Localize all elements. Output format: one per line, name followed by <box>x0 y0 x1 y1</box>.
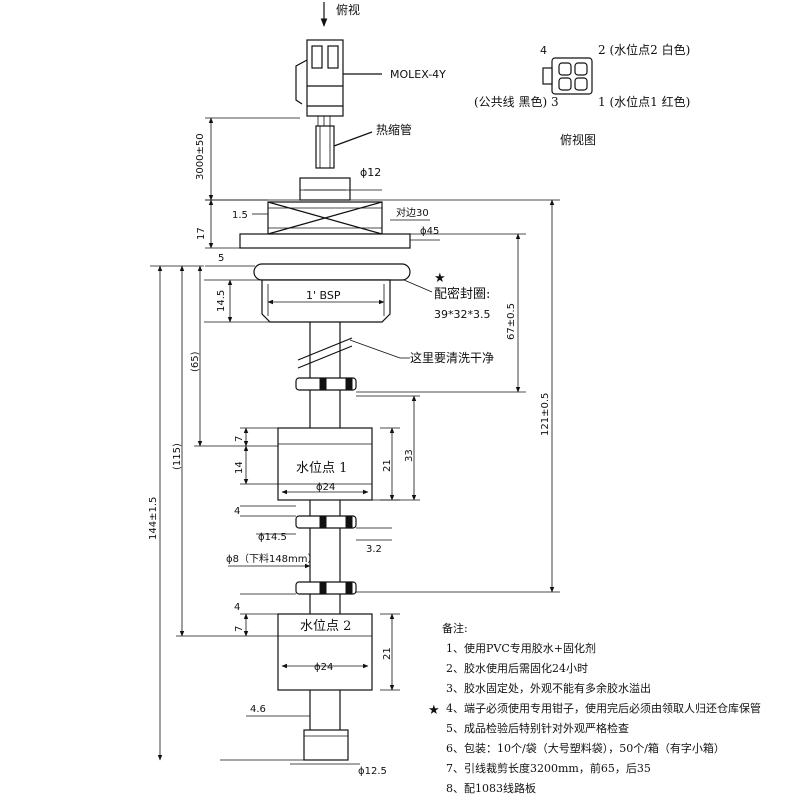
notes-block: 备注: 1、使用PVC专用胶水+固化剂 2、胶水使用后需固化24小时 3、胶水固… <box>428 621 761 795</box>
pin-4-label: 4 <box>540 44 547 57</box>
phi24a-text: ϕ24 <box>316 482 335 493</box>
pin-1-label: 1 (水位点1 红色) <box>598 94 690 109</box>
note-1: 1、使用PVC专用胶水+固化剂 <box>446 641 596 655</box>
dim-14-5-text: 14.5 <box>216 290 227 312</box>
connector-top-view: 4 2 (水位点2 白色) (公共线 黑色) 3 1 (水位点1 红色) 俯视图 <box>474 42 690 147</box>
heat-shrink-tube: 热缩管 <box>315 122 412 169</box>
cable-gland: ϕ12 <box>299 166 382 201</box>
phi24b-text: ϕ24 <box>314 662 333 673</box>
float-2-dims: 4 7 21 <box>234 593 400 691</box>
dim-67: 67±0.5 <box>356 233 526 393</box>
top-view-caption: 俯视图 <box>560 132 596 147</box>
dim-17-text: 17 <box>196 227 207 240</box>
dim-115: (115) <box>172 265 278 637</box>
float-1-label: 水位点 1 <box>296 461 347 476</box>
dim-65: (65) <box>190 265 278 447</box>
clip-ring-3 <box>295 581 357 595</box>
cable-length-dimension: 3000±50 <box>195 117 300 201</box>
dim-21b-text: 21 <box>382 647 393 660</box>
note-7: 7、引线裁剪长度3200mm，前65，后35 <box>446 761 651 775</box>
seal-size: 39*32*3.5 <box>434 308 491 321</box>
phi12-5-text: ϕ12.5 <box>358 766 387 777</box>
molex-connector: MOLEX-4Y <box>295 39 446 126</box>
clip-ring-2 <box>295 515 357 529</box>
dim-7b-text: 7 <box>234 626 245 632</box>
hex-nut: 1.5 对边30 ϕ45 <box>232 201 440 249</box>
dim-115-text: (115) <box>172 443 183 470</box>
note-4: 4、端子必须使用专用钳子，使用完后必须由领取人归还仓库保管 <box>446 701 761 715</box>
dim-121: 121±0.5 <box>350 199 560 593</box>
pin-3-label: (公共线 黑色) 3 <box>474 95 559 109</box>
clip-ring-1 <box>295 377 357 391</box>
thread-text: 1' BSP <box>306 289 341 302</box>
dim-144-text: 144±1.5 <box>148 497 159 540</box>
dim-3-2-text: 3.2 <box>366 544 382 555</box>
float-2: 水位点 2 ϕ24 <box>277 613 373 691</box>
dim-65-text: (65) <box>190 351 201 372</box>
stem-diameter-dim: ϕ8（下料148mm） <box>226 552 318 569</box>
connector-model: MOLEX-4Y <box>390 68 446 81</box>
pin-2-label: 2 (水位点2 白色) <box>598 42 690 57</box>
phi14-5-text: ϕ14.5 <box>258 532 287 543</box>
top-view-arrow: 俯视 <box>320 2 360 27</box>
phi45-text: ϕ45 <box>420 226 439 237</box>
thread-section: 1' BSP 14.5 <box>204 279 391 323</box>
float-1: 水位点 1 ϕ24 <box>277 427 373 501</box>
clip-dims: ϕ14.5 3.2 <box>256 527 392 555</box>
dim-5-text: 5 <box>218 253 224 264</box>
across-flats-text: 对边30 <box>396 206 429 219</box>
note-2: 2、胶水使用后需固化24小时 <box>446 661 588 675</box>
dim-17-5: 17 5 <box>196 199 268 267</box>
heat-shrink-label: 热缩管 <box>376 122 412 137</box>
dim-67-text: 67±0.5 <box>506 303 517 340</box>
notes-title: 备注: <box>442 621 468 635</box>
dim-144: 144±1.5 <box>148 265 204 761</box>
dim-14-text: 14 <box>234 461 245 474</box>
end-cap: ϕ12.5 4.6 <box>220 704 387 777</box>
seal-title: 配密封圈: <box>434 286 490 302</box>
note-3: 3、胶水固定处，外观不能有多余胶水溢出 <box>446 681 651 695</box>
note-8: 8、配1083线路板 <box>446 781 536 795</box>
cable-length-text: 3000±50 <box>195 133 206 180</box>
float-1-dims: 7 14 4 21 33 <box>234 395 420 517</box>
dim-7a-text: 7 <box>234 436 245 442</box>
dim-4-6-text: 4.6 <box>250 704 266 715</box>
dim-1-5-text: 1.5 <box>232 210 248 221</box>
clean-note: 这里要清洗干净 <box>410 350 494 365</box>
star-1: ★ <box>434 271 446 286</box>
dim-33-text: 33 <box>404 449 415 462</box>
view-label: 俯视 <box>336 2 360 17</box>
phi12-text: ϕ12 <box>360 166 381 179</box>
dim-121-text: 121±0.5 <box>540 393 551 436</box>
seal-ring: ★ 配密封圈: 39*32*3.5 <box>253 263 491 321</box>
note-5: 5、成品检验后特别针对外观严格检查 <box>446 721 629 735</box>
note-6: 6、包装：10个/袋（大号塑料袋），50个/箱（有字小箱） <box>446 741 725 755</box>
dim-21a-text: 21 <box>382 459 393 472</box>
star-2: ★ <box>428 703 440 718</box>
dim-4b-text: 4 <box>234 602 240 613</box>
phi8-text: ϕ8（下料148mm） <box>226 552 318 565</box>
dim-4a-text: 4 <box>234 506 240 517</box>
float-2-label: 水位点 2 <box>300 619 351 634</box>
